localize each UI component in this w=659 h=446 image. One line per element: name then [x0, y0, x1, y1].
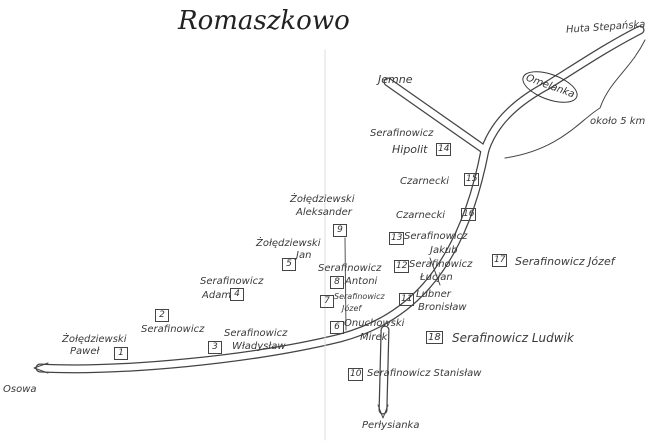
- owner-name: Żołędziewski: [256, 238, 321, 249]
- owner-name: Serafinowicz: [141, 324, 205, 335]
- owner-name: Serafinowicz: [224, 328, 288, 339]
- house-number: 17: [492, 254, 508, 267]
- owner-firstname: Mirek: [360, 332, 388, 343]
- house-number: 6: [330, 321, 344, 334]
- owner-name: Czarnecki: [396, 210, 446, 221]
- house-number: 7: [320, 295, 334, 308]
- house-number: 11: [399, 293, 415, 306]
- house-number: 15: [464, 173, 480, 186]
- path-9-to-6: [344, 237, 347, 331]
- house-number: 8: [330, 276, 344, 289]
- owner-firstname: Władysław: [232, 341, 286, 352]
- arrow-13: [429, 257, 441, 286]
- owner-name: Czarnecki: [400, 176, 450, 187]
- owner-firstname: Jan: [296, 250, 312, 261]
- place-osowa: Osowa: [3, 384, 37, 395]
- house-number: 18: [426, 331, 443, 344]
- house-number: 10: [348, 368, 364, 381]
- owner-name: Serafinowicz: [200, 276, 264, 287]
- owner-firstname: Paweł: [70, 346, 100, 357]
- owner-name: Serafinowicz Stanisław: [367, 368, 482, 379]
- owner-name: Serafinowicz: [318, 263, 382, 274]
- owner-firstname: Bronisław: [418, 302, 467, 313]
- house-number: 4: [230, 288, 244, 301]
- house-number: 16: [461, 208, 477, 221]
- house-number: 5: [282, 258, 296, 271]
- owner-firstname: Hipolit: [392, 143, 428, 156]
- owner-name: Serafinowicz Józef: [515, 255, 615, 268]
- house-number: 2: [155, 309, 169, 322]
- owner-name: Serafinowicz: [409, 259, 473, 270]
- owner-name: Serafinowicz: [370, 128, 434, 139]
- owner-name: Lubner: [416, 289, 451, 300]
- house-number: 13: [389, 232, 405, 245]
- place-jemne: Jemne: [378, 73, 413, 86]
- owner-firstname: Adam: [202, 290, 232, 301]
- distance-bracket: [504, 39, 646, 159]
- owner-firstname: Aleksander: [296, 207, 352, 218]
- owner-name: Żołędziewski: [290, 194, 355, 205]
- owner-name: Serafinowicz: [334, 292, 385, 301]
- perlysianka-arrow: [377, 404, 389, 419]
- house-number: 12: [394, 260, 410, 273]
- owner-firstname: Antoni: [345, 276, 378, 287]
- owner-firstname: Jakub: [430, 245, 458, 256]
- osowa-arrow: [33, 362, 49, 374]
- place-perlysianka: Perłysianka: [362, 420, 420, 431]
- map-title: Romaszkowo: [178, 6, 350, 36]
- owner-firstname: Łucjan: [420, 272, 453, 283]
- house-number: 1: [114, 347, 128, 360]
- owner-name: Serafinowicz: [404, 231, 468, 242]
- owner-name: Onuchowski: [344, 318, 405, 329]
- owner-name: Żołędziewski: [62, 334, 127, 345]
- house-number: 14: [436, 143, 452, 156]
- distance-label: około 5 km: [590, 116, 646, 127]
- owner-firstname: Józef: [342, 304, 362, 313]
- owner-name: Serafinowicz Ludwik: [452, 331, 574, 345]
- house-number: 9: [333, 224, 347, 237]
- house-number: 3: [208, 341, 222, 354]
